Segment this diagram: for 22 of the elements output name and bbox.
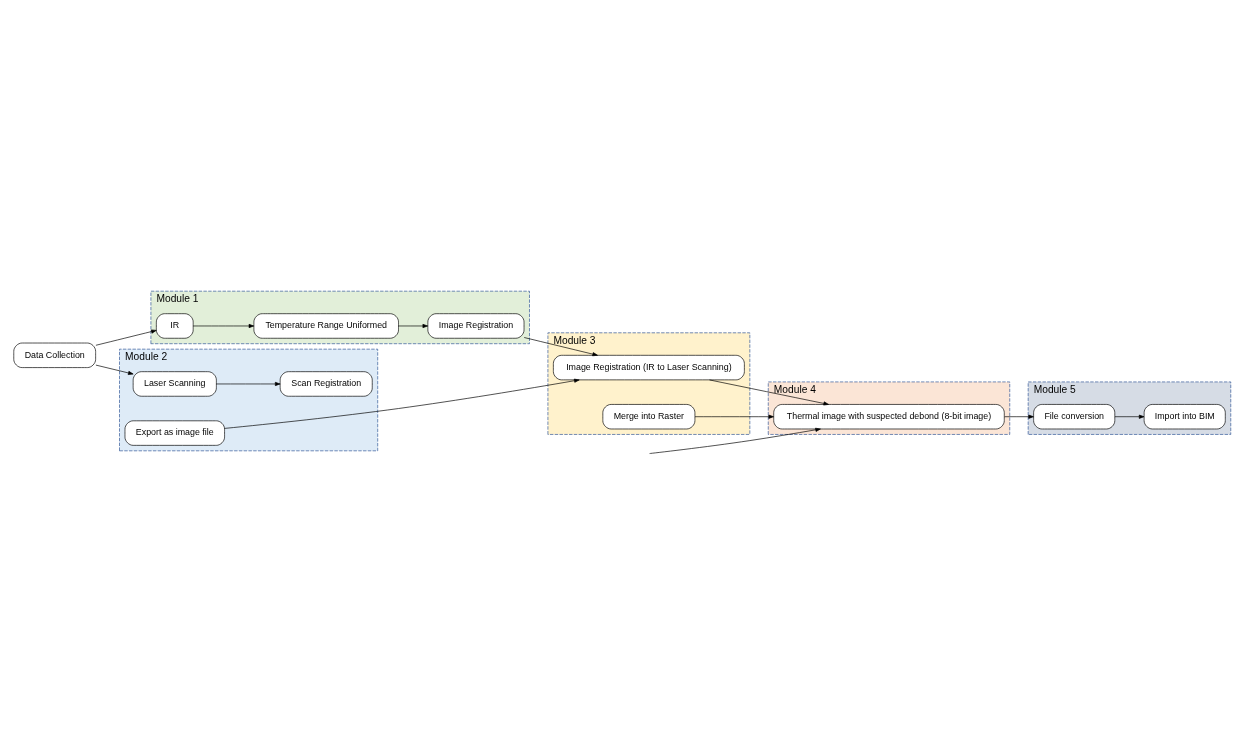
node-box: Data Collection xyxy=(13,342,96,368)
arrow xyxy=(224,378,580,429)
arrow xyxy=(1004,414,1034,419)
arrow xyxy=(1114,414,1145,419)
node-box: Image Registration xyxy=(427,313,525,339)
node-box: Temperature Range Uniformed xyxy=(253,313,399,339)
arrow xyxy=(649,427,821,454)
arrow xyxy=(192,323,255,328)
arrow xyxy=(95,329,157,346)
arrow xyxy=(398,323,428,328)
node-box: File conversion xyxy=(1033,404,1116,430)
arrow xyxy=(694,414,774,419)
node-box: Import into BIM xyxy=(1143,404,1226,430)
node-box: Scan Registration xyxy=(279,371,373,397)
arrow xyxy=(216,381,281,386)
node-box: Merge into Raster xyxy=(602,404,696,430)
arrow xyxy=(709,379,829,406)
arrow xyxy=(95,364,134,375)
node-box: Export as image file xyxy=(124,420,225,446)
arrow xyxy=(523,337,598,357)
node-box: Laser Scanning xyxy=(132,371,217,397)
node-box: IR xyxy=(156,313,194,339)
